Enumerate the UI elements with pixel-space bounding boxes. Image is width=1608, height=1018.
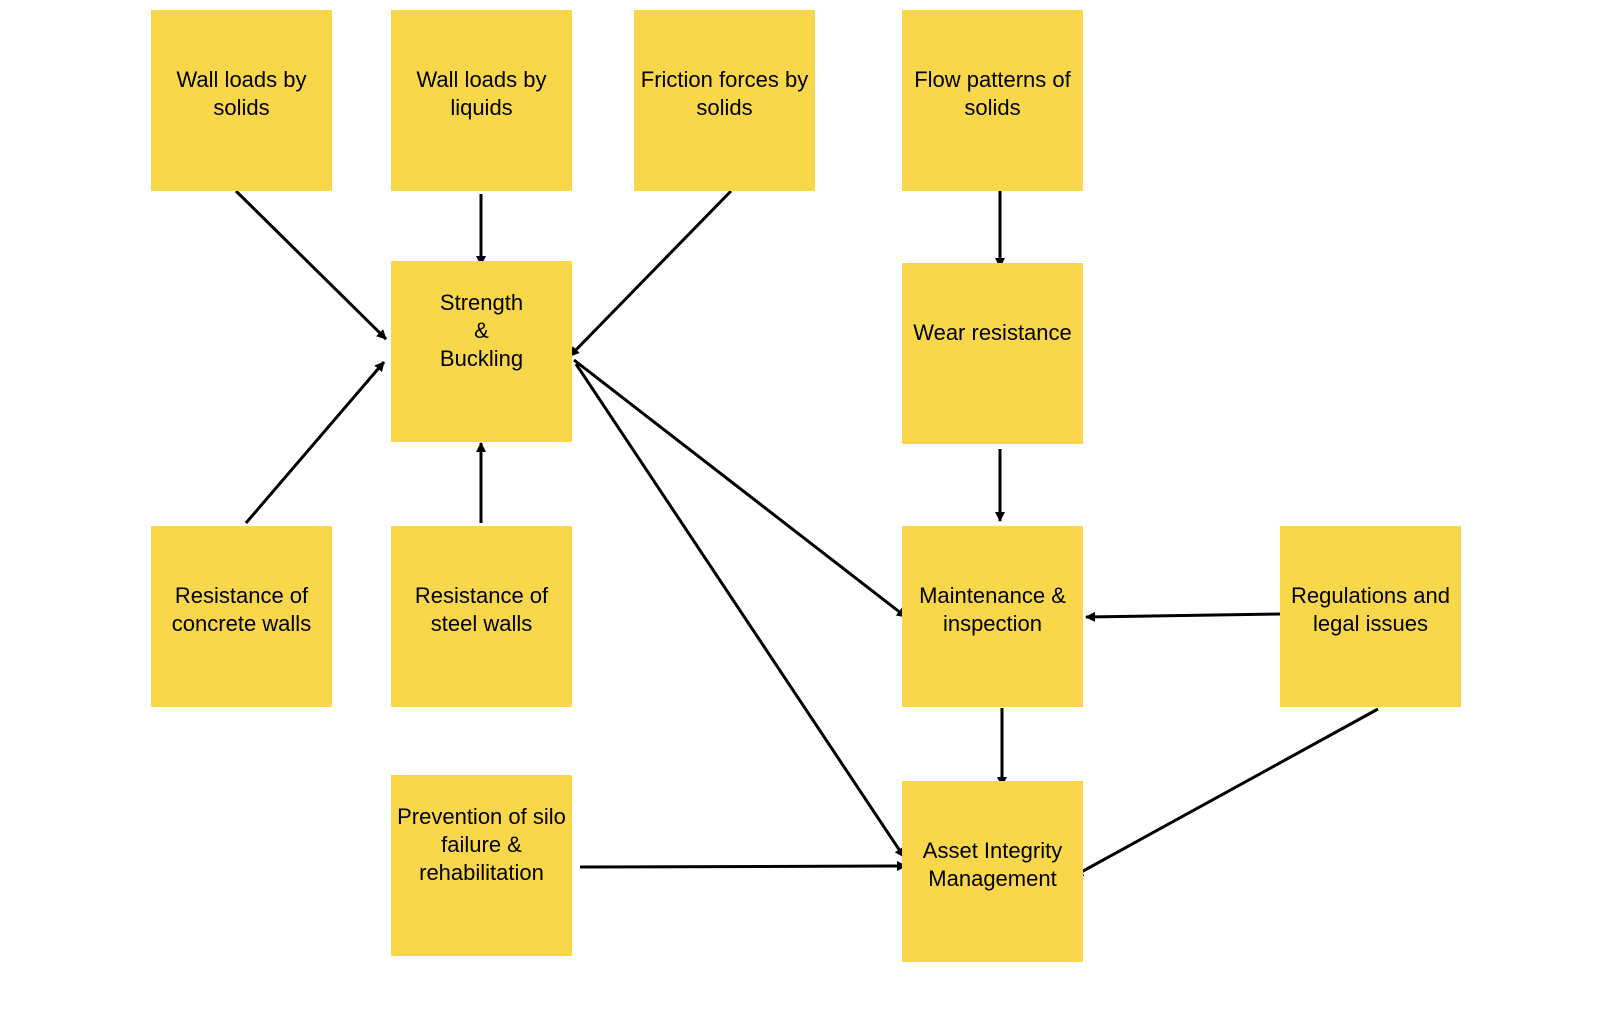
arrow-regulations-to-asset xyxy=(1073,707,1379,878)
note-label: Prevention of silo failure & rehabilitat… xyxy=(397,804,566,885)
arrow-strength-to-asset xyxy=(574,363,906,858)
arrow-wall-solids-to-strength xyxy=(234,189,388,341)
note-wear-resistance: Wear resistance xyxy=(902,263,1083,444)
note-label: Regulations and legal issues xyxy=(1290,583,1450,636)
arrow-concrete-to-strength xyxy=(244,361,386,524)
note-label: Resistance of steel walls xyxy=(414,583,549,636)
note-strength-and-buckling: Strength & Buckling xyxy=(391,261,572,442)
note-asset-integrity-management: Asset Integrity Management xyxy=(902,781,1083,962)
arrow-prevention-to-asset xyxy=(579,861,907,872)
arrow-strength-to-maintenance xyxy=(573,358,907,619)
note-prevention-of-silo-failure: Prevention of silo failure & rehabilitat… xyxy=(391,775,572,956)
note-resistance-of-steel-walls: Resistance of steel walls xyxy=(391,526,572,707)
note-flow-patterns-of-solids: Flow patterns of solids xyxy=(902,10,1083,191)
note-maintenance-and-inspection: Maintenance & inspection xyxy=(902,526,1083,707)
note-regulations-and-legal-issues: Regulations and legal issues xyxy=(1280,526,1461,707)
note-label: Strength & Buckling xyxy=(439,290,524,371)
note-friction-forces-by-solids: Friction forces by solids xyxy=(634,10,815,191)
note-label: Asset Integrity Management xyxy=(922,838,1063,891)
arrow-friction-to-strength xyxy=(568,189,733,358)
note-label: Resistance of concrete walls xyxy=(171,583,312,636)
note-label: Wall loads by solids xyxy=(176,67,307,120)
note-wall-loads-by-liquids: Wall loads by liquids xyxy=(391,10,572,191)
note-wall-loads-by-solids: Wall loads by solids xyxy=(151,10,332,191)
arrow-regulations-to-maintenance xyxy=(1085,611,1283,622)
note-label: Maintenance & inspection xyxy=(919,583,1066,636)
note-label: Friction forces by solids xyxy=(640,67,809,120)
note-label: Wear resistance xyxy=(913,320,1072,345)
note-resistance-of-concrete-walls: Resistance of concrete walls xyxy=(151,526,332,707)
note-label: Flow patterns of solids xyxy=(914,67,1071,120)
note-label: Wall loads by liquids xyxy=(416,67,547,120)
